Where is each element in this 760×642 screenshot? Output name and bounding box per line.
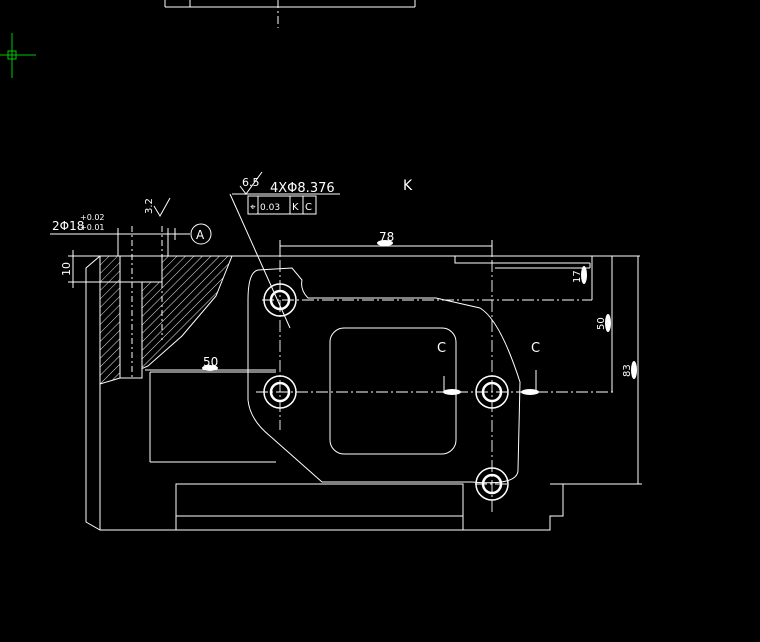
roughness-left-value: 3.2 [144, 198, 155, 214]
upper-view-fragment [164, 0, 416, 28]
datum-a-letter: A [196, 228, 205, 242]
dimension-arrows [202, 240, 637, 395]
bolt-hole-bottom-right[interactable] [475, 467, 509, 501]
hole-callout-text: 4XΦ8.376 [270, 181, 335, 196]
tol-symbol: ⌖ [250, 202, 256, 213]
bore-callout-text: 2Φ18 [52, 219, 84, 233]
bore-tol-upper: +0.02 [80, 213, 105, 222]
hole-callout-leader [229, 193, 340, 329]
crosshair-cursor-icon[interactable] [0, 33, 36, 78]
position-tolerance-frame [247, 195, 317, 215]
datum-a-bubble [190, 223, 212, 245]
dim-50-h-text: 50 [203, 355, 218, 369]
dim-78-text: 78 [379, 230, 394, 244]
tol-datum-2: C [305, 202, 312, 213]
roughness-top-value: 6.5 [242, 176, 260, 189]
tol-datum-1: K [292, 202, 299, 213]
tol-value: 0.03 [260, 203, 280, 213]
dim-83-text: 83 [622, 364, 633, 377]
section-hatch [99, 226, 233, 385]
bolt-hole-mid-left[interactable] [263, 375, 297, 409]
bore-tol-lower: +0.01 [80, 223, 105, 232]
dim-17-text: 17 [572, 270, 583, 283]
section-c-right-label: C [531, 341, 540, 356]
roughness-symbols [153, 171, 263, 217]
view-label-k: K [403, 178, 413, 194]
dim-10-text: 10 [60, 262, 73, 276]
bolt-hole-top-left[interactable] [263, 283, 297, 317]
section-c-left-label: C [437, 341, 446, 356]
dim-50-v-text: 50 [596, 317, 607, 330]
bolt-hole-mid-right[interactable] [475, 375, 509, 409]
